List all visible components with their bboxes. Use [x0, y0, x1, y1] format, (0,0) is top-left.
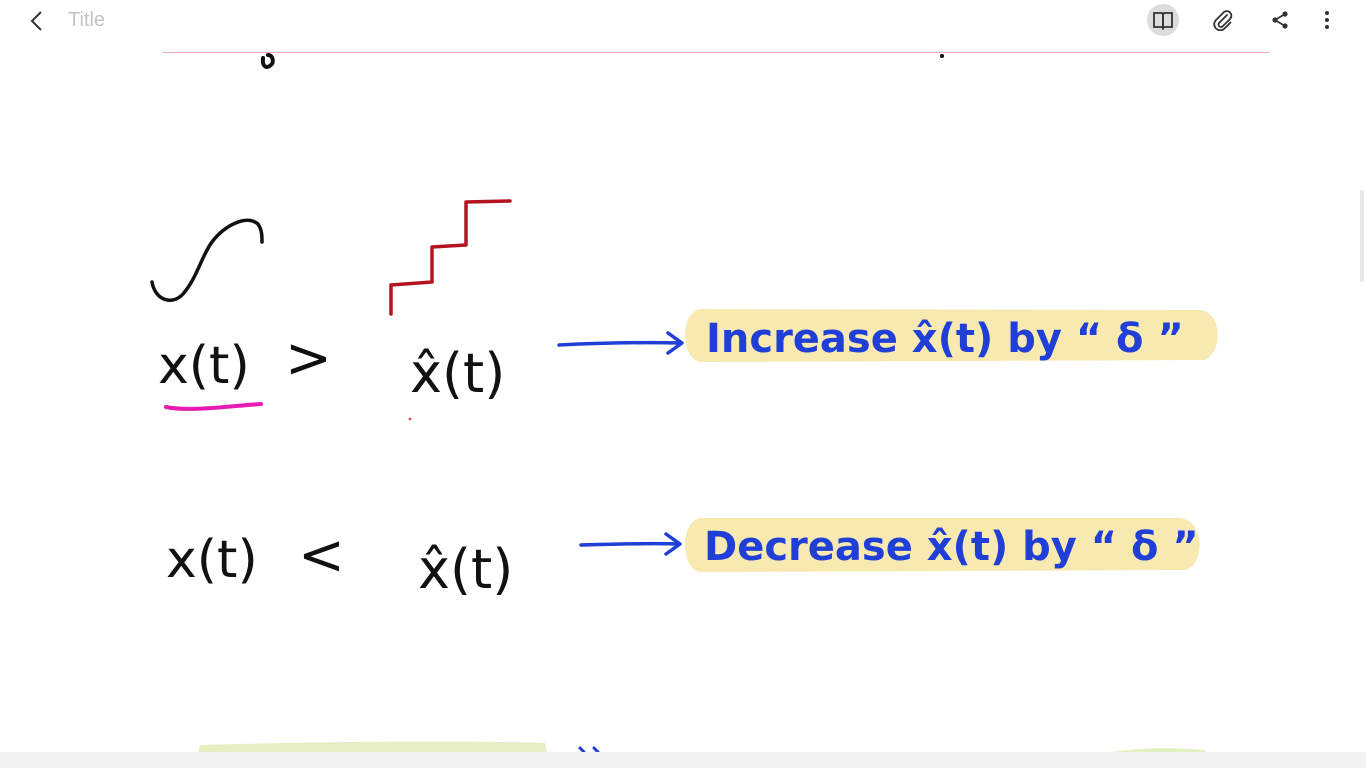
paperclip-icon: [1213, 10, 1233, 31]
partial-handwriting-stroke: [260, 53, 275, 69]
share-button[interactable]: [1264, 4, 1296, 36]
stray-red-dot: [408, 417, 412, 421]
scrollbar-thumb[interactable]: [1360, 190, 1364, 282]
row1-rhs-expression: x̂(t): [410, 342, 505, 405]
bottom-toolbar-strip: [0, 752, 1366, 768]
continuous-signal-sketch: [150, 218, 264, 302]
page-margin-line: [162, 52, 1270, 53]
row1-arrowhead-icon: [666, 331, 684, 355]
row2-arrow: [579, 541, 680, 547]
more-options-button[interactable]: [1311, 4, 1343, 36]
share-icon: [1272, 11, 1288, 29]
more-vertical-icon: [1325, 11, 1329, 29]
back-button[interactable]: [22, 6, 52, 36]
pink-underline: [164, 402, 263, 411]
note-title-input[interactable]: Title: [68, 9, 106, 31]
row2-lhs-expression: x(t): [166, 530, 258, 590]
partial-handwriting-dot: [940, 54, 944, 58]
row1-greater-than-operator: >: [285, 326, 332, 391]
row2-rhs-expression: x̂(t): [418, 538, 513, 601]
chevron-left-icon: [30, 11, 42, 31]
row2-highlight: [685, 518, 1200, 572]
row1-lhs-expression: x(t): [158, 336, 250, 396]
book-open-icon: [1153, 12, 1173, 30]
next-row-partial-quote: [578, 746, 600, 754]
row2-less-than-operator: <: [298, 523, 345, 588]
staircase-signal-sketch: [389, 199, 512, 316]
attach-button[interactable]: [1207, 4, 1239, 36]
row1-arrow: [557, 340, 682, 347]
row2-action-text: Decrease x̂(t) by “ δ ”: [704, 524, 1199, 570]
reading-mode-button[interactable]: [1147, 4, 1179, 36]
row1-action-text: Increase x̂(t) by “ δ ”: [706, 316, 1184, 362]
row2-arrowhead-icon: [664, 532, 682, 556]
row1-highlight: [685, 309, 1218, 362]
top-app-bar: Title: [0, 0, 1366, 42]
